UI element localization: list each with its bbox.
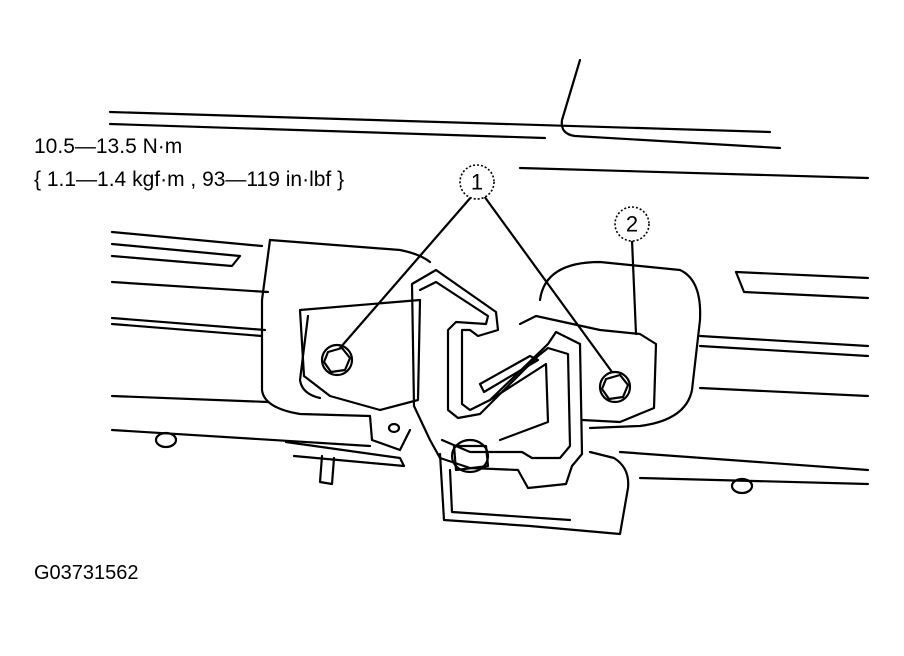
back-plate-right xyxy=(538,260,702,430)
back-plate-left-top xyxy=(268,238,432,264)
leader-line-1a xyxy=(338,194,474,350)
callout-2: 2 xyxy=(614,206,650,242)
torque-spec-metric: 10.5—13.5 N·m xyxy=(34,135,183,158)
trim-strip xyxy=(734,270,870,280)
stud-fastener xyxy=(154,431,178,449)
figure-code: G03731562 xyxy=(34,562,139,584)
trim-strip xyxy=(698,344,870,358)
body-panel-edge xyxy=(108,122,547,140)
trim-strip xyxy=(618,450,870,472)
trim-strip xyxy=(698,334,870,348)
trim-strip xyxy=(110,316,267,332)
trim-strip xyxy=(110,322,264,338)
latch-body xyxy=(410,268,584,490)
trim-strip xyxy=(110,394,270,404)
callout-1-label: 1 xyxy=(471,170,483,195)
bolt-left xyxy=(320,343,354,377)
trim-strip xyxy=(110,242,242,268)
torque-spec-alt-units: { 1.1—1.4 kgf·m , 93—119 in·lbf } xyxy=(34,168,345,191)
body-panel-edge xyxy=(108,110,772,134)
lower-plate-edge xyxy=(448,468,572,522)
lower-mount-stud xyxy=(318,454,336,486)
latch-body-inner xyxy=(418,280,572,460)
bracket-flange-left-inner xyxy=(298,314,322,400)
leader-line-2 xyxy=(630,238,638,336)
body-panel-edge xyxy=(518,166,870,180)
lower-mount xyxy=(284,440,406,468)
trim-strip xyxy=(638,476,870,486)
trim-strip xyxy=(110,230,264,248)
latch-body-inner xyxy=(478,354,540,394)
torque-spec: 10.5—13.5 N·m { 1.1—1.4 kgf·m , 93—119 i… xyxy=(34,130,344,196)
callout-2-label: 2 xyxy=(626,212,638,237)
bolt-right xyxy=(598,370,632,404)
bracket-flange-left xyxy=(298,298,422,412)
leader-line-1b xyxy=(482,194,614,374)
trim-strip xyxy=(734,270,870,300)
callout-1: 1 xyxy=(459,164,495,200)
back-plate-left xyxy=(260,238,412,452)
stud-fastener xyxy=(387,422,401,434)
trim-strip xyxy=(110,428,372,448)
trim-strip xyxy=(110,280,270,294)
bracket-flange-right xyxy=(518,314,658,424)
trim-strip xyxy=(698,386,870,398)
window-glass xyxy=(560,58,782,150)
lower-plate xyxy=(438,450,630,536)
latch-body-inner xyxy=(488,362,550,442)
stud-fastener xyxy=(730,477,754,495)
latch-roller-cap xyxy=(452,444,490,472)
